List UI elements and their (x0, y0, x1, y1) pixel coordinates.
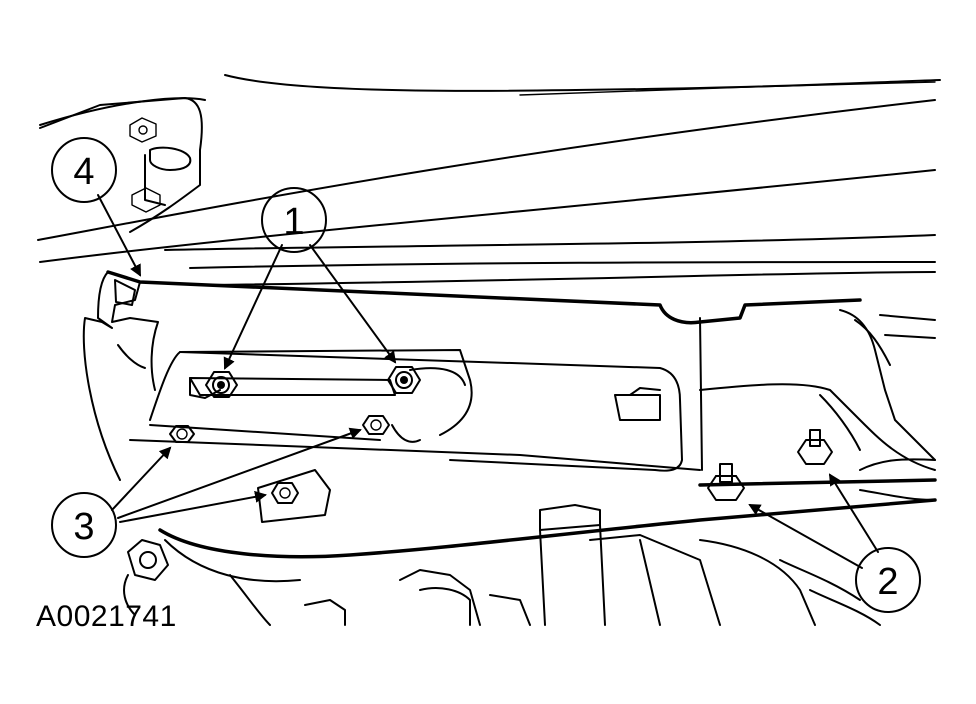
callout-4: 4 (51, 137, 117, 203)
fastener-nut-3a (169, 425, 195, 443)
leader-arrows (97, 194, 879, 569)
right-side-structure (698, 309, 937, 501)
figure-id-label: A0021741 (36, 600, 177, 633)
background-panels (37, 74, 941, 286)
callout-3: 3 (51, 492, 117, 558)
callout-2: 2 (855, 547, 921, 613)
callout-2-label: 2 (877, 561, 898, 603)
cowl-trim-panel (82, 270, 862, 481)
lower-engine-bay (123, 469, 937, 626)
fastener-nut-3b (362, 415, 390, 435)
fastener-stud-2b (797, 429, 833, 465)
callout-3-label: 3 (73, 506, 94, 548)
fastener-nut-1a (205, 371, 238, 398)
callout-1-label: 1 (283, 201, 304, 243)
callout-4-label: 4 (73, 151, 94, 193)
fastener-nut-1b (387, 366, 421, 394)
callout-1: 1 (261, 187, 327, 253)
fastener-nut-3c (271, 482, 299, 504)
fastener-stud-2a (707, 463, 745, 501)
hinge-bracket (39, 97, 203, 233)
